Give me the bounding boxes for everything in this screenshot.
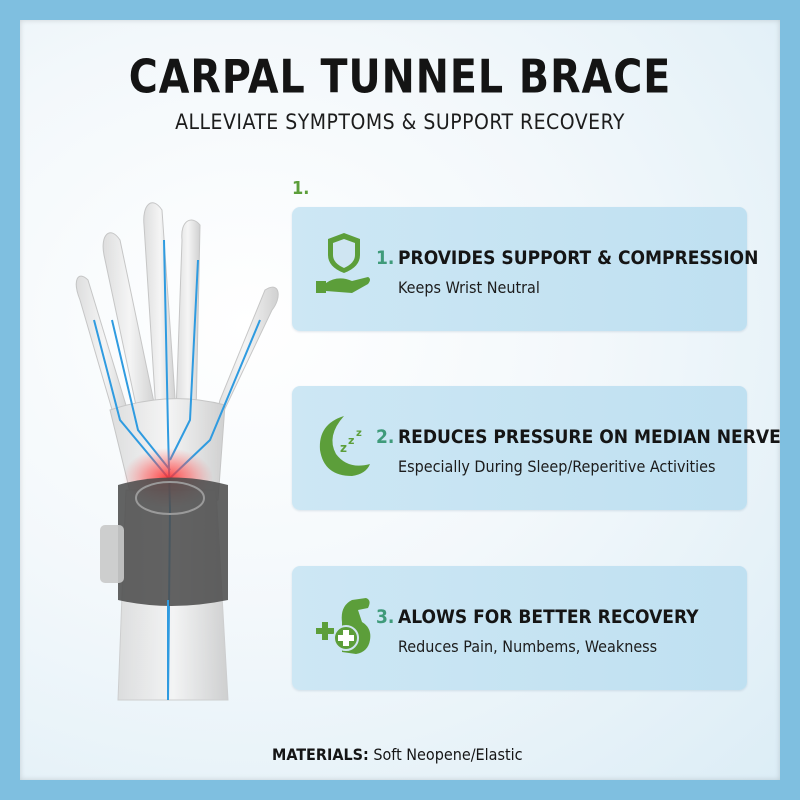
materials-label: MATERIALS: [272, 745, 369, 764]
wrist-brace [100, 477, 228, 700]
benefit-description-3: Reduces Pain, Numbems, Weakness [398, 637, 658, 656]
arm-health-icon [316, 598, 371, 654]
svg-text:z: z [340, 441, 347, 455]
benefit-number-1: 1. [376, 247, 395, 269]
svg-text:z: z [356, 428, 362, 439]
benefit-card-1: 1. PROVIDES SUPPORT & COMPRESSION Keeps … [292, 207, 758, 331]
benefit-heading-1: PROVIDES SUPPORT & COMPRESSION [398, 247, 759, 269]
svg-text:z: z [348, 434, 354, 447]
materials-value: Soft Neopene/Elastic [373, 745, 523, 764]
benefit-number-2: 2. [376, 426, 395, 448]
benefit-description-1: Keeps Wrist Neutral [398, 278, 540, 297]
step-marker: 1. [292, 178, 310, 199]
shield-hand-icon [316, 233, 370, 293]
materials-line: MATERIALS: Soft Neopene/Elastic [272, 745, 523, 764]
moon-sleep-icon: z z z [319, 416, 370, 476]
benefit-card-3: 3. ALOWS FOR BETTER RECOVERY Reduces Pai… [292, 566, 747, 690]
page-subtitle: ALLEVIATE SYMPTOMS & SUPPORT RECOVERY [175, 110, 625, 134]
benefit-card-2: z z z 2. REDUCES PRESSURE ON MEDIAN NERV… [292, 386, 780, 510]
hand-illustration [75, 202, 279, 701]
benefit-heading-2: REDUCES PRESSURE ON MEDIAN NERVE [398, 426, 780, 448]
benefit-description-2: Especially During Sleep/Reperitive Activ… [398, 457, 716, 476]
poster-frame: CARPAL TUNNEL BRACE ALLEVIATE SYMPTOMS &… [20, 20, 780, 780]
page-title: CARPAL TUNNEL BRACE [128, 50, 672, 105]
benefit-number-3: 3. [376, 606, 395, 628]
benefit-heading-3: ALOWS FOR BETTER RECOVERY [398, 606, 699, 628]
